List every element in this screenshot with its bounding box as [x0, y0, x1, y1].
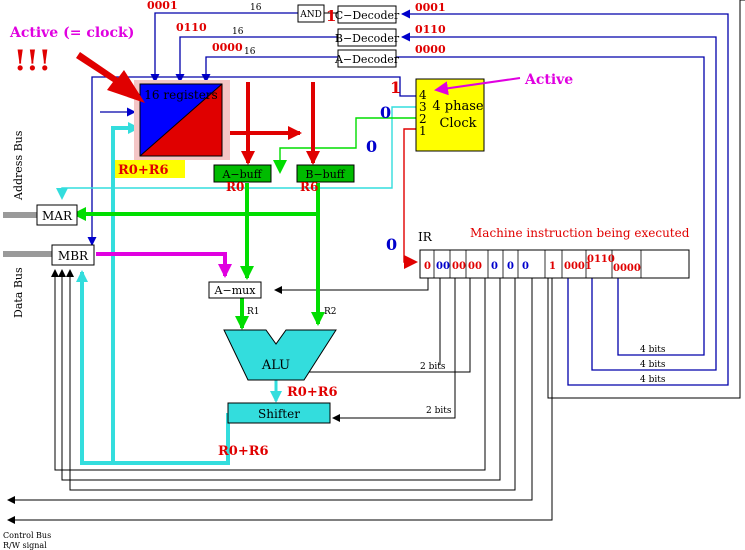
a-mux[interactable]: A−mux: [208, 281, 262, 299]
ir-field-9: 0110: [587, 254, 615, 265]
ir-field-10: 0000: [613, 263, 641, 274]
f4a-label: 4 bits: [640, 345, 666, 355]
shift-ctrl-label: 2 bits: [426, 406, 452, 416]
sum-alu-value: R0+R6: [287, 385, 338, 400]
a-buffer[interactable]: A−buff: [213, 164, 272, 183]
mar-register[interactable]: MAR: [36, 204, 78, 226]
a-buffer-label: A−buff: [221, 168, 262, 181]
b-buffer[interactable]: B−buff: [296, 164, 355, 183]
clock-label-line1: 4 phase: [432, 99, 484, 114]
and-output-value: 1: [326, 7, 336, 25]
ir-field-8: 0001: [564, 261, 592, 272]
ir-label: IR: [418, 230, 433, 244]
data-bus-label: Data Bus: [12, 267, 25, 318]
ir-field-7: 1: [549, 261, 556, 272]
buff-a-value: R0: [226, 180, 244, 194]
mbr-label: MBR: [58, 249, 89, 263]
zero-buff-value: 0: [366, 137, 377, 156]
c-decoder-label: C−Decoder: [335, 9, 400, 22]
r1-label: R1: [247, 307, 260, 317]
mbr-to-amux-path: [96, 252, 232, 278]
c-width-label: 16: [250, 3, 262, 13]
b-decoder-label: B−Decoder: [335, 32, 400, 45]
register-file-label: 16 registers: [144, 88, 217, 102]
green-data-paths: [72, 183, 325, 330]
a-decoder[interactable]: A−Decoder: [334, 49, 400, 68]
a-bits-right-value: 0000: [415, 43, 446, 56]
active-clock-annotation: Active (= clock): [9, 25, 134, 41]
a-mux-label: A−mux: [214, 284, 257, 297]
clock-phase-2: 2: [419, 112, 427, 126]
shifter[interactable]: Shifter: [227, 402, 331, 424]
address-bus-stub: [3, 212, 37, 218]
ir-field-2: 00: [452, 261, 466, 272]
ir-field-6: 0: [522, 261, 529, 272]
and-gate[interactable]: AND: [297, 4, 325, 23]
b-width-label: 16: [232, 27, 244, 37]
ir-field-1: 00: [436, 261, 450, 272]
machine-instruction-annotation: Machine instruction being executed: [470, 226, 690, 240]
zero-reg-value: 0: [380, 103, 391, 122]
buff-b-value: R6: [300, 180, 318, 194]
decoder-select-wires: [367, 9, 729, 386]
clock-phase-3: 3: [419, 100, 427, 114]
register-select-wires: [150, 12, 338, 83]
sum-regs-highlight: [115, 160, 185, 178]
clock-phase-wires: [56, 106, 418, 269]
a-width-label: 16: [244, 47, 256, 57]
b-buffer-label: B−buff: [305, 168, 345, 181]
alu-ctrl-label: 2 bits: [420, 362, 446, 372]
clock-label-line2: Clock: [439, 116, 476, 131]
rw-signal-label: R/W signal: [3, 541, 47, 550]
ir-field-3: 00: [468, 261, 482, 272]
address-bus-label: Address Bus: [12, 130, 25, 201]
active-arrow: [434, 77, 521, 96]
ir-field-0: 0: [424, 261, 431, 272]
c-bits-right-value: 0001: [415, 1, 446, 14]
zero-ir-value: 0: [386, 235, 397, 254]
alu-label: ALU: [261, 358, 290, 373]
active-clock-arrow: [76, 52, 145, 103]
r2-label: R2: [324, 307, 337, 317]
clock-one-value: 1: [390, 78, 401, 97]
sum-shift-value: R0+R6: [218, 444, 269, 459]
data-bus-stub: [3, 251, 55, 257]
ir-field-4: 0: [491, 261, 498, 272]
four-phase-clock[interactable]: 4 phase Clock 4 3 2 1: [415, 78, 485, 152]
register-file[interactable]: 16 registers: [134, 80, 230, 160]
active-annotation: Active: [524, 72, 573, 88]
f4b-label: 4 bits: [640, 360, 666, 370]
a-decoder-label: A−Decoder: [334, 53, 400, 66]
shifter-writeback-path: [76, 122, 230, 465]
b-bits-value: 0110: [176, 21, 207, 34]
f4c-label: 4 bits: [640, 375, 666, 385]
shifter-label: Shifter: [258, 407, 300, 421]
mar-label: MAR: [42, 209, 73, 223]
b-decoder[interactable]: B−Decoder: [335, 28, 400, 47]
control-bus-label: Control Bus: [3, 531, 51, 540]
alu[interactable]: ALU: [223, 329, 337, 381]
ir-field-5: 0: [507, 261, 514, 272]
and-gate-label: AND: [299, 10, 322, 20]
mbr-register[interactable]: MBR: [51, 244, 95, 266]
sum-regs-value: R0+R6: [118, 163, 169, 178]
a-bits-value: 0000: [212, 41, 243, 54]
clock-phase-1: 1: [419, 124, 427, 138]
control-bus-wires: [7, 0, 745, 524]
clock-phase-4: 4: [419, 88, 427, 102]
exclaim-annotation: !!!: [14, 44, 51, 77]
b-bits-right-value: 0110: [415, 23, 446, 36]
clock-to-regfile-wire: [87, 76, 416, 246]
c-bits-value: 0001: [147, 0, 178, 12]
c-decoder[interactable]: C−Decoder: [335, 5, 400, 24]
